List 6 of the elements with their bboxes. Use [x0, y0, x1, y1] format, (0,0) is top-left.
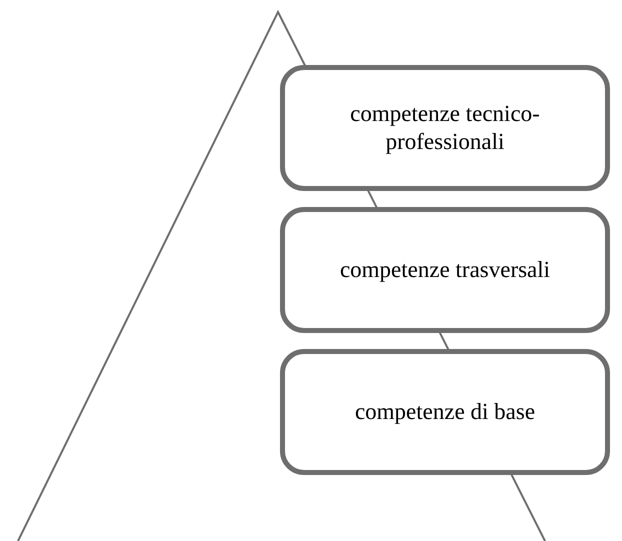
level-box [280, 65, 610, 191]
level-box [280, 349, 610, 475]
level-label: competenze tecnico-professionali [349, 100, 541, 156]
level-box [280, 207, 610, 333]
level-label: competenze di base [354, 398, 536, 426]
level-label: competenze trasversali [340, 256, 550, 284]
